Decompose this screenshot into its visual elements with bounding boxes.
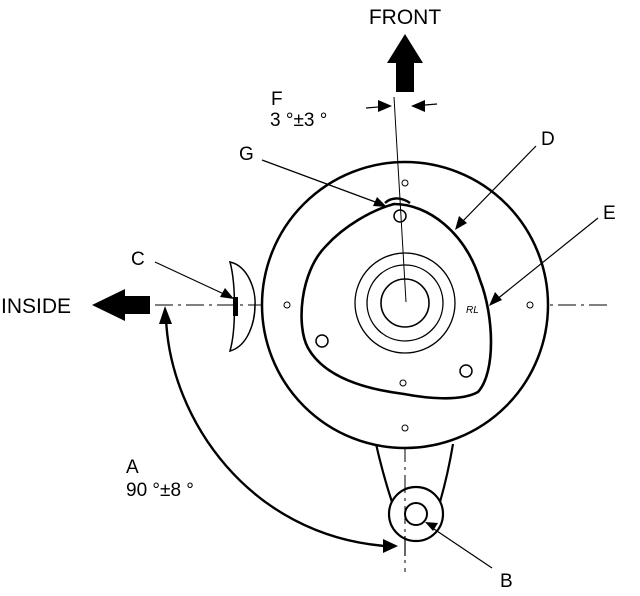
mark-bottom bbox=[401, 424, 409, 432]
label-g: G bbox=[239, 144, 254, 165]
rl-mark: RL bbox=[466, 305, 479, 316]
mark-right bbox=[526, 301, 534, 309]
mark-top bbox=[401, 179, 409, 187]
leader-g-arc bbox=[384, 197, 411, 205]
label-c: C bbox=[131, 249, 145, 270]
label-e: E bbox=[603, 203, 616, 224]
mark-left bbox=[283, 301, 291, 309]
angle-a-bottom-arrow-icon bbox=[383, 539, 398, 553]
label-a-value: 90 °±8 ° bbox=[126, 480, 194, 501]
angle-a-arc bbox=[164, 317, 386, 548]
leader-c bbox=[154, 261, 227, 296]
hub-flange bbox=[300, 202, 493, 400]
label-b: B bbox=[500, 571, 513, 592]
mark-bottom-inner bbox=[399, 379, 407, 387]
leader-g bbox=[261, 159, 379, 204]
flange-hole-right bbox=[459, 364, 473, 378]
f-left-arrow-icon bbox=[378, 100, 392, 112]
angle-a-top-arrow-icon bbox=[159, 306, 172, 324]
inside-arrow-icon bbox=[92, 289, 150, 321]
arm-hole bbox=[404, 502, 428, 526]
front-arrow-icon bbox=[387, 34, 423, 92]
label-a: A bbox=[126, 457, 139, 478]
mating-mark-c bbox=[233, 297, 238, 316]
knuckle-arm bbox=[374, 443, 455, 503]
inside-label: INSIDE bbox=[1, 295, 71, 318]
arm-end-boss bbox=[387, 485, 445, 543]
backing-plate bbox=[260, 160, 550, 450]
alignment-hole-g bbox=[393, 209, 407, 223]
hub-ring-outer bbox=[354, 252, 456, 354]
label-f-value: 3 °±3 ° bbox=[270, 110, 327, 131]
hub-ring-mid bbox=[366, 264, 444, 342]
label-d: D bbox=[541, 129, 555, 150]
leader-e bbox=[495, 217, 599, 301]
f-right-arrow-icon bbox=[411, 100, 425, 112]
leader-b bbox=[430, 526, 493, 569]
flange-hole-left bbox=[315, 334, 329, 348]
front-label: FRONT bbox=[369, 6, 441, 29]
leader-d bbox=[459, 145, 537, 225]
label-f: F bbox=[271, 89, 283, 110]
